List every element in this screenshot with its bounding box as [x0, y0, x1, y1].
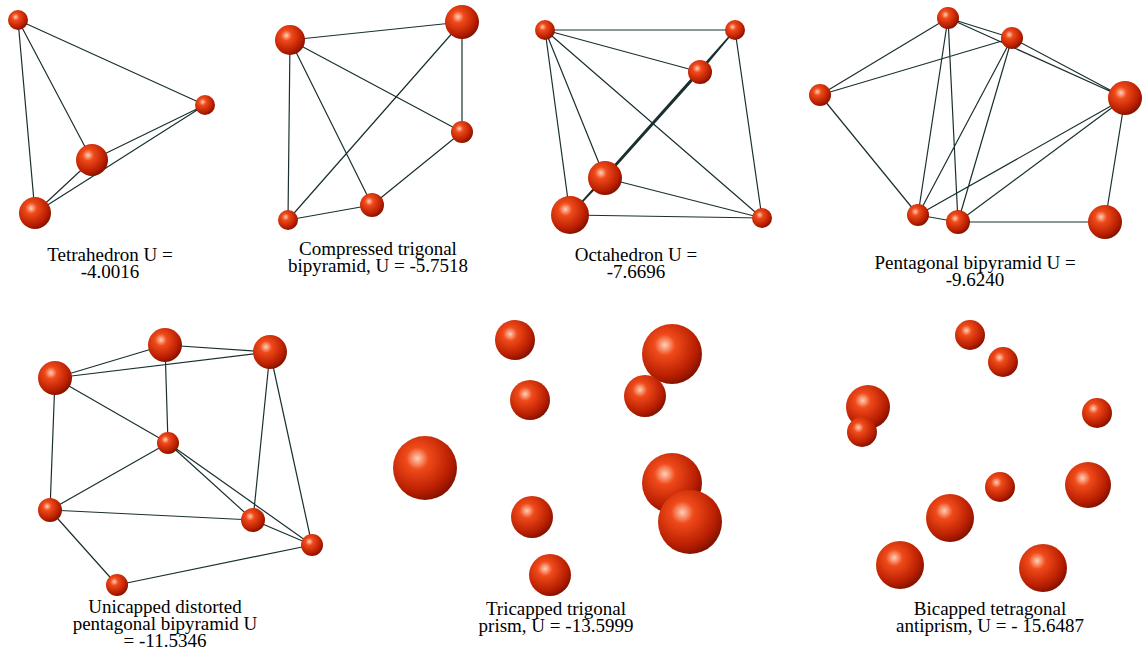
structure-caption: Compressed trigonal bipyramid, U = -5.75…	[262, 240, 494, 274]
structure-caption: Bicapped tetragonal antiprism, U = - 15.…	[876, 600, 1104, 634]
bond-lines	[18, 18, 1125, 585]
structure-caption: Pentagonal bipyramid U = -9.6240	[873, 254, 1078, 288]
structure-caption: Unicapped distorted pentagonal bipyramid…	[68, 598, 262, 649]
structure-caption: Octahedron U = -7.6696	[571, 246, 701, 280]
structure-caption: Tricapped trigonal prism, U = -13.5999	[460, 600, 652, 634]
structure-caption: Tetrahedron U = -4.0016	[45, 246, 175, 280]
atom-spheres	[8, 5, 1142, 596]
